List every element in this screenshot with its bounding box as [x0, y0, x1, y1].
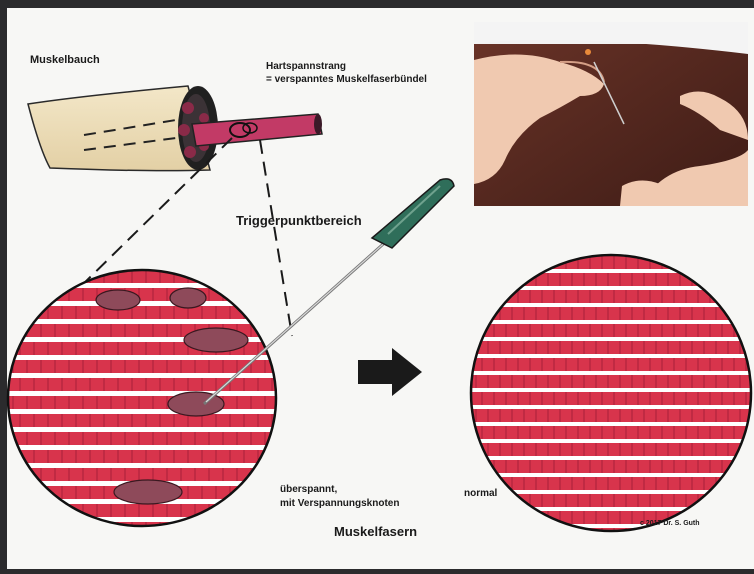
muscle-fiber	[6, 450, 280, 463]
contraction-knot	[96, 290, 140, 310]
muscle-fiber	[6, 432, 280, 445]
label-normal: normal	[464, 488, 497, 499]
contraction-knot	[184, 328, 248, 352]
muscle-fiber	[6, 414, 280, 427]
muscle-fiber	[470, 426, 752, 439]
label-triggerpunktbereich: Triggerpunktbereich	[236, 213, 362, 228]
muscle-fiber	[470, 307, 752, 320]
muscle-fiber	[470, 392, 752, 405]
muscle-fiber	[470, 477, 752, 490]
muscle-fiber	[470, 341, 752, 354]
muscle-fiber	[6, 378, 280, 391]
muscle-fiber	[470, 409, 752, 422]
muscle-fiber	[470, 443, 752, 456]
contraction-knot	[114, 480, 182, 504]
copyright-notice: c 2017 Dr. S. Guth	[640, 520, 700, 527]
muscle-fiber	[470, 324, 752, 337]
muscle-fiber	[470, 460, 752, 473]
label-muskelbauch: Muskelbauch	[30, 54, 100, 66]
label-ueberspannt: überspannt,	[280, 484, 337, 495]
label-hartspannstrang: Hartspannstrang	[266, 61, 346, 72]
label-muskelfasern: Muskelfasern	[334, 524, 417, 539]
needling-photo	[474, 22, 748, 206]
muscle-fiber	[470, 375, 752, 388]
contraction-knot	[170, 288, 206, 308]
label-verspannungsknoten: mit Verspannungsknoten	[280, 498, 399, 509]
muscle-fiber	[470, 358, 752, 371]
muscle-fiber	[6, 468, 280, 481]
muscle-fiber	[6, 396, 280, 409]
label-hartspannstrang-desc: = verspanntes Muskelfaserbündel	[266, 74, 427, 85]
